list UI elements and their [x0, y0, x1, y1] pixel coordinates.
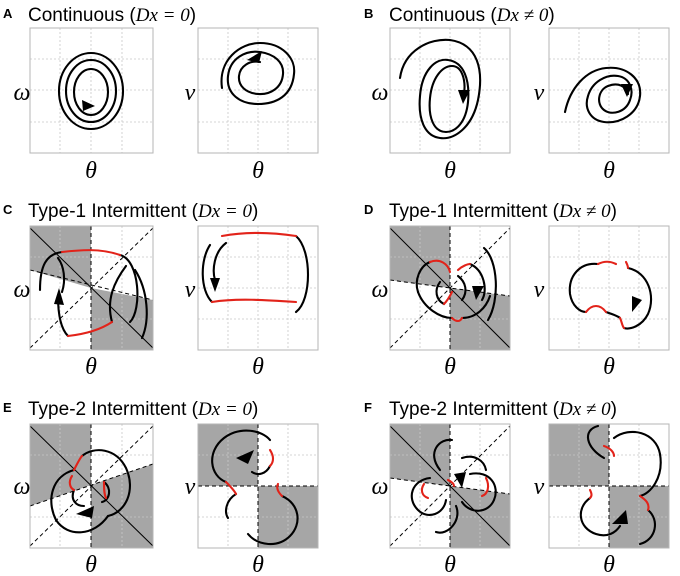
- phase-trajectory: [201, 234, 310, 314]
- y-axis-label-omega: ω: [372, 80, 389, 106]
- panel-a-title: Continuous (Dx = 0): [28, 5, 196, 26]
- phase-trajectory: [38, 250, 148, 340]
- panel-b: B Continuous (Dx ≠ 0) ω θ ν θ: [364, 5, 670, 184]
- panel-c-letter: C: [3, 202, 13, 217]
- switching-segments: [588, 444, 650, 512]
- panel-c-title: Type-1 Intermittent (Dx = 0): [28, 201, 258, 222]
- y-axis-label-nu: ν: [534, 277, 545, 303]
- switching-segments: [60, 249, 122, 338]
- switching-segments: [584, 260, 630, 330]
- y-axis-label-nu: ν: [185, 80, 196, 106]
- direction-arrow-icon: [54, 288, 64, 305]
- direction-arrow-icon: [458, 90, 470, 104]
- switching-segments: [224, 448, 284, 498]
- y-axis-label-omega: ω: [14, 277, 31, 303]
- panel-d: D Type-1 Intermittent (Dx ≠ 0): [364, 201, 670, 380]
- direction-arrow-icon: [210, 278, 220, 292]
- panel-d-letter: D: [364, 202, 373, 217]
- direction-arrow-icon: [82, 100, 95, 111]
- panel-e-letter: E: [3, 400, 12, 415]
- panel-b-letter: B: [364, 6, 373, 21]
- direction-arrow-icon: [632, 296, 642, 312]
- switching-segments: [428, 259, 472, 323]
- phase-trajectory: [579, 424, 662, 546]
- panel-f-right-plot: [548, 423, 670, 549]
- y-axis-label-omega: ω: [372, 474, 389, 500]
- direction-arrow-icon: [247, 51, 262, 63]
- shaded-region: [30, 424, 91, 506]
- panel-b-title: Continuous (Dx ≠ 0): [389, 5, 555, 26]
- panel-c-right-plot: [197, 225, 319, 351]
- direction-arrow-icon: [472, 286, 484, 300]
- panel-d-right-plot: [548, 225, 670, 351]
- panel-d-title: Type-1 Intermittent (Dx ≠ 0): [389, 201, 617, 222]
- direction-arrow-icon: [621, 84, 633, 97]
- panel-a-letter: A: [3, 6, 13, 21]
- x-axis-label-theta: θ: [603, 354, 615, 380]
- panel-f: F Type-2 Intermittent (Dx ≠ 0): [364, 399, 670, 576]
- x-axis-label-theta: θ: [252, 552, 264, 576]
- switching-segments: [68, 454, 108, 500]
- x-axis-label-theta: θ: [252, 354, 264, 380]
- y-axis-label-nu: ν: [534, 80, 545, 106]
- panel-c-left-plot: [29, 225, 154, 351]
- panel-f-left-plot: [389, 423, 511, 549]
- x-axis-label-theta: θ: [444, 552, 456, 576]
- phase-trajectory: [211, 429, 299, 546]
- y-axis-label-nu: ν: [185, 474, 196, 500]
- direction-arrow-icon: [236, 450, 254, 464]
- y-axis-label-nu: ν: [185, 277, 196, 303]
- y-axis-label-omega: ω: [372, 277, 389, 303]
- direction-arrow-icon: [612, 510, 628, 524]
- panel-e-title: Type-2 Intermittent (Dx = 0): [28, 399, 258, 420]
- phase-trajectory: [220, 41, 296, 106]
- y-axis-label-omega: ω: [14, 80, 31, 106]
- x-axis-label-theta: θ: [85, 552, 97, 576]
- y-axis-label-nu: ν: [534, 474, 545, 500]
- panel-f-letter: F: [364, 400, 372, 415]
- panel-b-right-plot: [548, 27, 670, 154]
- panel-c: C Type-1 Intermittent (Dx = 0): [3, 201, 319, 380]
- x-axis-label-theta: θ: [603, 158, 615, 184]
- panel-a: A Continuous (Dx = 0) ω θ ν θ: [3, 5, 319, 184]
- phase-trajectory: [50, 449, 131, 534]
- x-axis-label-theta: θ: [444, 354, 456, 380]
- switching-segments: [210, 231, 298, 304]
- x-axis-label-theta: θ: [444, 158, 456, 184]
- panel-e: E Type-2 Intermittent (Dx = 0): [3, 399, 319, 576]
- switching-segments: [420, 476, 490, 500]
- direction-arrow-icon: [454, 472, 466, 488]
- x-axis-label-theta: θ: [85, 158, 97, 184]
- phase-trajectory: [563, 66, 642, 124]
- x-axis-label-theta: θ: [252, 158, 264, 184]
- y-axis-label-omega: ω: [14, 474, 31, 500]
- direction-arrow-icon: [76, 506, 94, 518]
- phase-trajectory: [398, 38, 482, 140]
- panel-a-right-plot: [197, 27, 319, 154]
- x-axis-label-theta: θ: [85, 354, 97, 380]
- panel-d-left-plot: [389, 225, 511, 351]
- panel-f-title: Type-2 Intermittent (Dx ≠ 0): [389, 399, 617, 420]
- panel-e-right-plot: [197, 423, 319, 549]
- phase-trajectory: [415, 246, 497, 322]
- panel-b-left-plot: [389, 27, 511, 154]
- panel-a-left-plot: [29, 27, 154, 154]
- phase-trajectory: [410, 438, 497, 534]
- panel-e-left-plot: [29, 423, 154, 549]
- phase-trajectory: [57, 51, 125, 131]
- x-axis-label-theta: θ: [603, 552, 615, 576]
